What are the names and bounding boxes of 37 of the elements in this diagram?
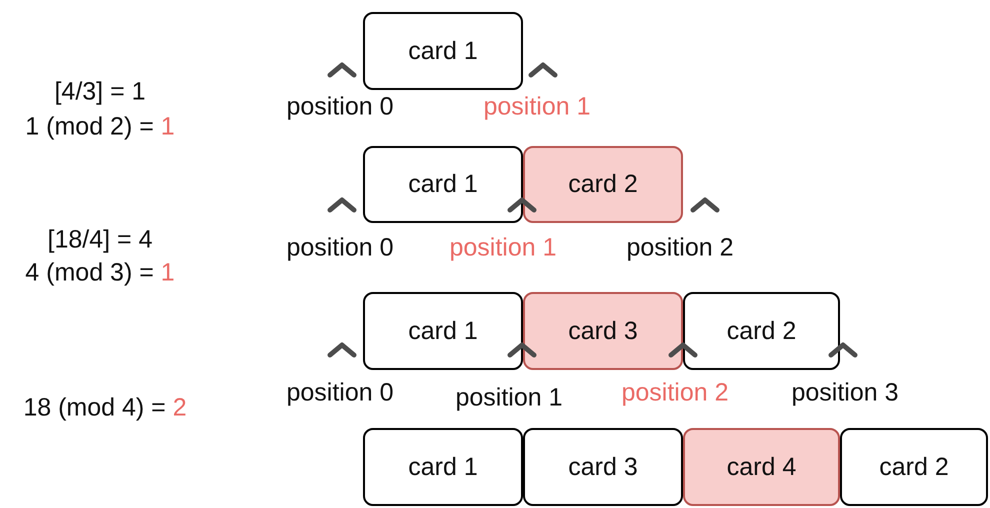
position-label: position 0 bbox=[286, 378, 394, 406]
card-label: card 3 bbox=[568, 452, 638, 482]
card-box bbox=[363, 146, 523, 223]
formula-text: 1 (mod 2) = bbox=[25, 112, 154, 140]
result-value: 1 bbox=[160, 112, 175, 140]
position-label: position 3 bbox=[791, 378, 899, 406]
position-label: position 1 bbox=[449, 234, 557, 262]
position-label: position 2 bbox=[626, 234, 734, 262]
card-box bbox=[523, 146, 683, 223]
formula-text: 18 (mod 4) = bbox=[23, 394, 166, 422]
card-box bbox=[683, 428, 840, 506]
position-label: position 1 bbox=[455, 384, 563, 412]
card-label: card 2 bbox=[879, 452, 949, 482]
card-box bbox=[683, 292, 840, 370]
card-label: card 1 bbox=[408, 316, 478, 346]
position-label: position 0 bbox=[286, 92, 394, 120]
formula-text: [18/4] = 4 bbox=[48, 226, 152, 254]
card-box bbox=[363, 12, 523, 90]
result-value: 2 bbox=[172, 394, 187, 422]
card-label: card 1 bbox=[408, 452, 478, 482]
result-value: 1 bbox=[160, 258, 175, 286]
card-label: card 2 bbox=[726, 316, 796, 346]
card-box bbox=[363, 292, 523, 370]
card-label: card 1 bbox=[408, 170, 478, 199]
card-box bbox=[523, 292, 683, 370]
card-label: card 2 bbox=[568, 170, 638, 199]
card-box bbox=[523, 428, 683, 506]
card-label: card 3 bbox=[568, 316, 638, 346]
formula-text: 4 (mod 3) = bbox=[25, 258, 154, 286]
card-box bbox=[840, 428, 988, 506]
card-box bbox=[363, 428, 523, 506]
position-label: position 1 bbox=[483, 92, 591, 120]
card-label: card 1 bbox=[408, 36, 478, 66]
position-label: position 2 bbox=[621, 378, 729, 406]
position-label: position 0 bbox=[286, 234, 394, 262]
formula-text: [4/3] = 1 bbox=[54, 78, 146, 106]
card-label: card 4 bbox=[726, 452, 796, 482]
